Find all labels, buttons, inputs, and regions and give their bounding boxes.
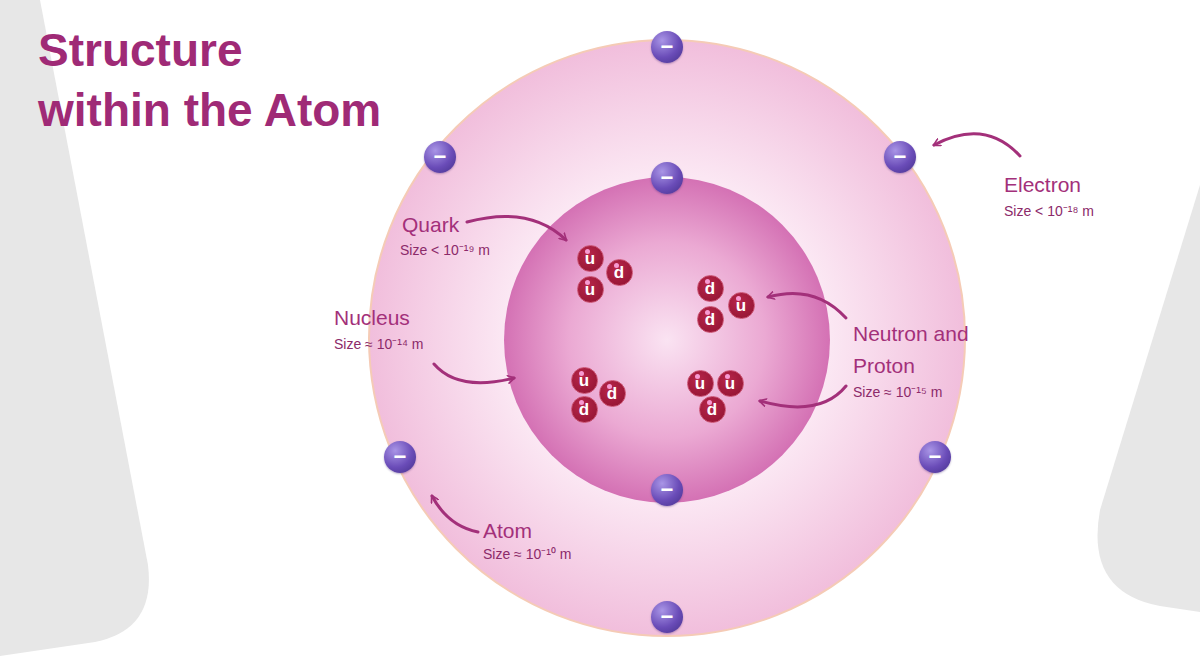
charge-sign: − [929, 446, 942, 468]
color-charge-dot [705, 279, 710, 284]
color-charge-dot [736, 296, 741, 301]
leader-arrow [467, 216, 566, 240]
size-note: Size < 10⁻¹⁹ m [400, 242, 490, 260]
callout-name: Neutron and Proton [853, 318, 1003, 382]
color-charge-dot [607, 384, 612, 389]
electron: − [651, 162, 683, 194]
quark: u [577, 245, 604, 272]
electron: − [384, 441, 416, 473]
color-charge-dot [579, 371, 584, 376]
leader-arrow [432, 496, 478, 532]
charge-sign: − [394, 446, 407, 468]
quark: u [577, 276, 604, 303]
quark: u [728, 292, 755, 319]
nucleus-circle [504, 177, 830, 503]
electron: − [651, 601, 683, 633]
size-note: Size ≈ 10⁻¹⁵ m [853, 384, 942, 402]
quark: d [606, 259, 633, 286]
color-charge-dot [725, 374, 730, 379]
size-note: Size ≈ 10⁻¹⁰ m [483, 546, 571, 564]
callout-name: Atom [483, 518, 532, 544]
charge-sign: − [661, 36, 674, 58]
quark: u [571, 367, 598, 394]
color-charge-dot [614, 263, 619, 268]
quark: d [697, 306, 724, 333]
leader-arrow [768, 293, 846, 318]
quark: d [697, 275, 724, 302]
electron: − [651, 31, 683, 63]
background-slab [1098, 185, 1200, 612]
color-charge-dot [585, 280, 590, 285]
charge-sign: − [894, 146, 907, 168]
color-charge-dot [695, 374, 700, 379]
quark: u [717, 370, 744, 397]
electron: − [919, 441, 951, 473]
color-charge-dot [585, 249, 590, 254]
electron: − [884, 141, 916, 173]
charge-sign: − [661, 479, 674, 501]
color-charge-dot [579, 400, 584, 405]
size-note: Size ≈ 10⁻¹⁴ m [334, 336, 424, 354]
charge-sign: − [661, 606, 674, 628]
quark: d [599, 380, 626, 407]
leader-arrow [934, 134, 1020, 156]
electron: − [424, 141, 456, 173]
callout-name: Quark [402, 212, 459, 238]
size-note: Size < 10⁻¹⁸ m [1004, 203, 1094, 221]
quark: d [571, 396, 598, 423]
charge-sign: − [661, 167, 674, 189]
quark: u [687, 370, 714, 397]
leader-arrow [760, 386, 846, 407]
color-charge-dot [705, 310, 710, 315]
charge-sign: − [434, 146, 447, 168]
color-charge-dot [707, 400, 712, 405]
callout-name: Electron [1004, 172, 1081, 198]
diagram-title: Structure within the Atom [38, 20, 385, 140]
callout-name: Nucleus [334, 305, 410, 331]
leader-arrow [434, 364, 514, 383]
electron: − [651, 474, 683, 506]
quark: d [699, 396, 726, 423]
